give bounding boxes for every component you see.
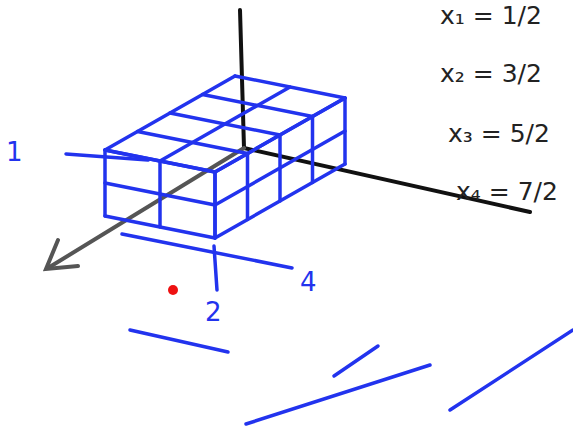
grid-box xyxy=(105,76,345,238)
equation: x₂ = 3/2 xyxy=(440,60,542,88)
grid-line xyxy=(105,150,215,172)
grid-line xyxy=(215,131,345,205)
marks xyxy=(66,154,573,424)
grid-line xyxy=(215,164,345,238)
equation: x₄ = 7/2 xyxy=(456,178,558,206)
axis-label: 4 xyxy=(300,268,317,297)
axis-label: 2 xyxy=(205,298,222,327)
red-dot xyxy=(168,285,178,295)
grid-line xyxy=(105,183,215,205)
grid-line xyxy=(215,98,345,172)
grid-line xyxy=(105,76,235,150)
equation: x₁ = 1/2 xyxy=(440,2,542,30)
axis-label: 1 xyxy=(6,138,23,167)
equation: x₃ = 5/2 xyxy=(448,120,550,148)
grid-line xyxy=(160,87,290,161)
